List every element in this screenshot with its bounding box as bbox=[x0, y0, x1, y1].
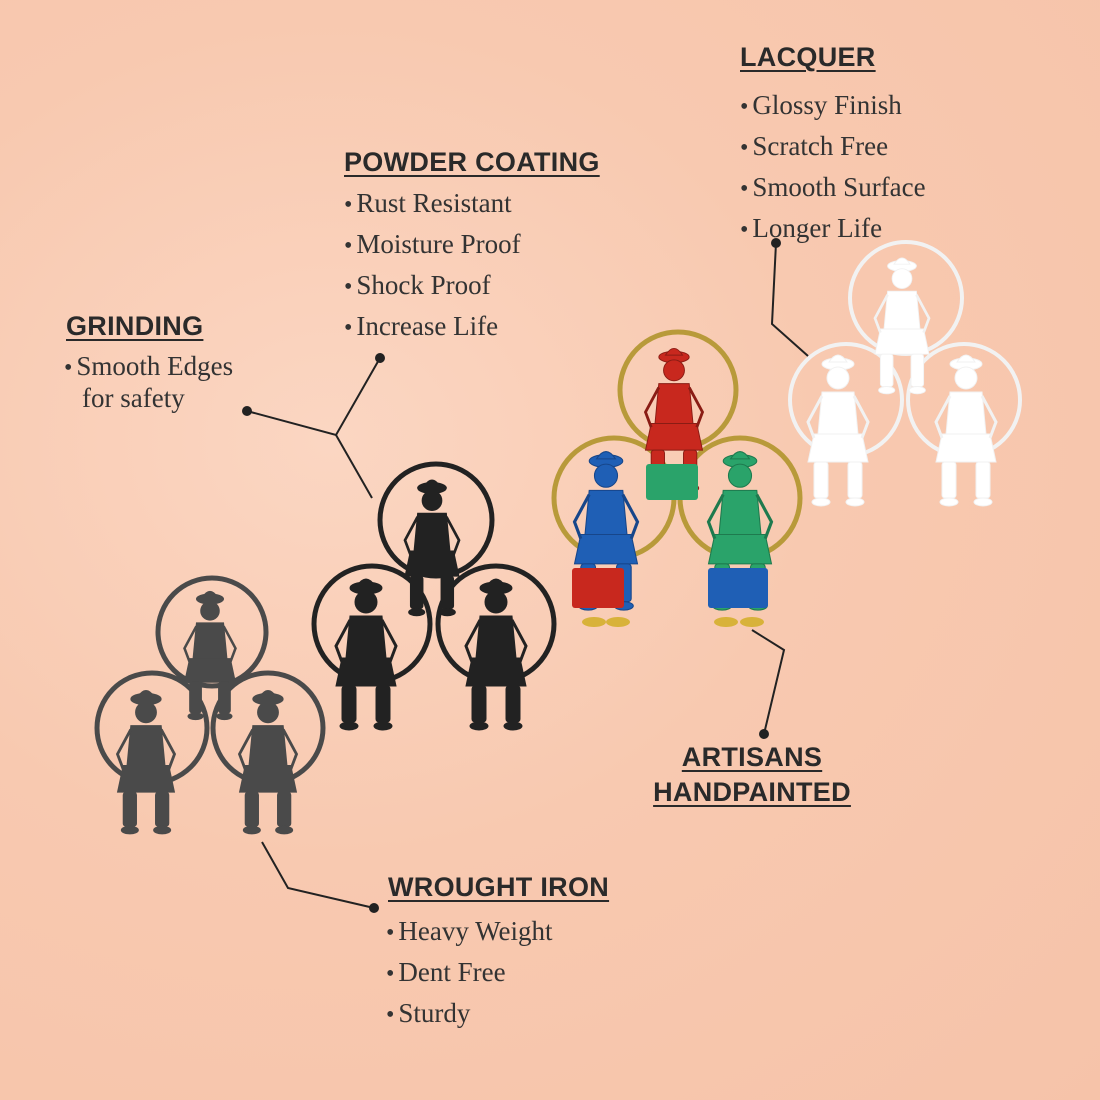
lacquer-list: Glossy Finish Scratch Free Smooth Surfac… bbox=[740, 86, 926, 250]
list-item: Increase Life bbox=[344, 307, 521, 348]
artisans-heading-line2: HANDPAINTED bbox=[653, 777, 851, 807]
lacquered-figurine bbox=[788, 240, 1022, 508]
list-item: Moisture Proof bbox=[344, 225, 520, 266]
wrought-iron-list: Heavy Weight Dent Free Sturdy bbox=[386, 912, 552, 1035]
grinding-heading: GRINDING bbox=[66, 311, 204, 341]
list-item: Shock Proof bbox=[344, 266, 521, 307]
leader-lines bbox=[246, 242, 809, 909]
list-item: Rust Resistant bbox=[344, 184, 521, 225]
list-item: Scratch Free bbox=[740, 127, 926, 168]
handpainted-figurine bbox=[551, 329, 803, 627]
artisans-heading-line1: ARTISANS bbox=[681, 742, 823, 772]
grinding-list: Smooth Edges for safety bbox=[64, 351, 233, 415]
list-item: Glossy Finish bbox=[740, 86, 926, 127]
list-item: Smooth Edges bbox=[64, 351, 233, 383]
list-item: Smooth Surface bbox=[740, 168, 925, 209]
list-item: for safety bbox=[82, 383, 185, 413]
list-item: Heavy Weight bbox=[386, 912, 552, 953]
powder-coating-list: Rust Resistant Moisture Proof Shock Proo… bbox=[344, 184, 521, 348]
wrought-iron-heading: WROUGHT IRON bbox=[388, 872, 610, 902]
list-item: Longer Life bbox=[740, 209, 926, 250]
powder-coating-heading: POWDER COATING bbox=[344, 147, 600, 177]
list-item: Dent Free bbox=[386, 953, 552, 994]
list-item: Sturdy bbox=[386, 994, 552, 1035]
raw-iron-figurine bbox=[94, 575, 326, 836]
powder-coated-figurine bbox=[311, 461, 557, 732]
lacquer-heading: LACQUER bbox=[740, 42, 876, 72]
